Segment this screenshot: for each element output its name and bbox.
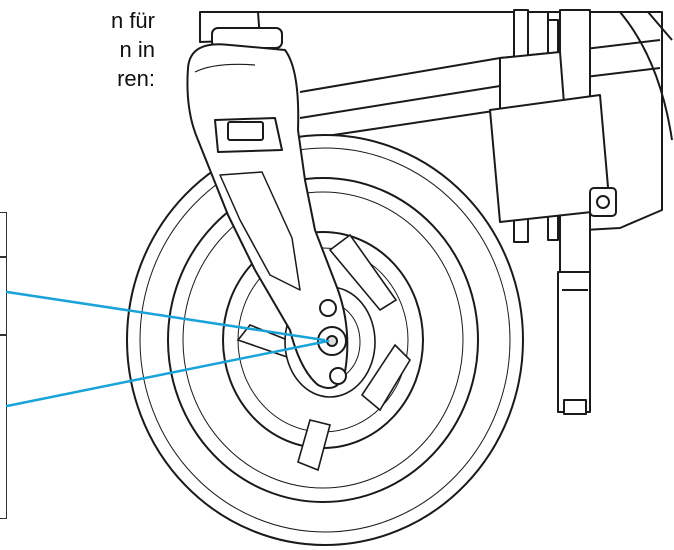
table-row-divider [0, 256, 7, 258]
wheelchair-frame [258, 9, 673, 415]
instruction-text-line-3: ren: [117, 66, 155, 91]
axle-bolt [317, 299, 347, 385]
instruction-text-line-2: n in [119, 37, 155, 62]
callout-line-2 [5, 339, 330, 408]
callout-lines [5, 290, 330, 408]
parts-table-edge [0, 212, 7, 519]
caster-fork [186, 11, 349, 389]
table-row-divider [0, 334, 7, 336]
callout-line-1 [5, 290, 326, 342]
instruction-text-line-1: n für [110, 8, 155, 33]
